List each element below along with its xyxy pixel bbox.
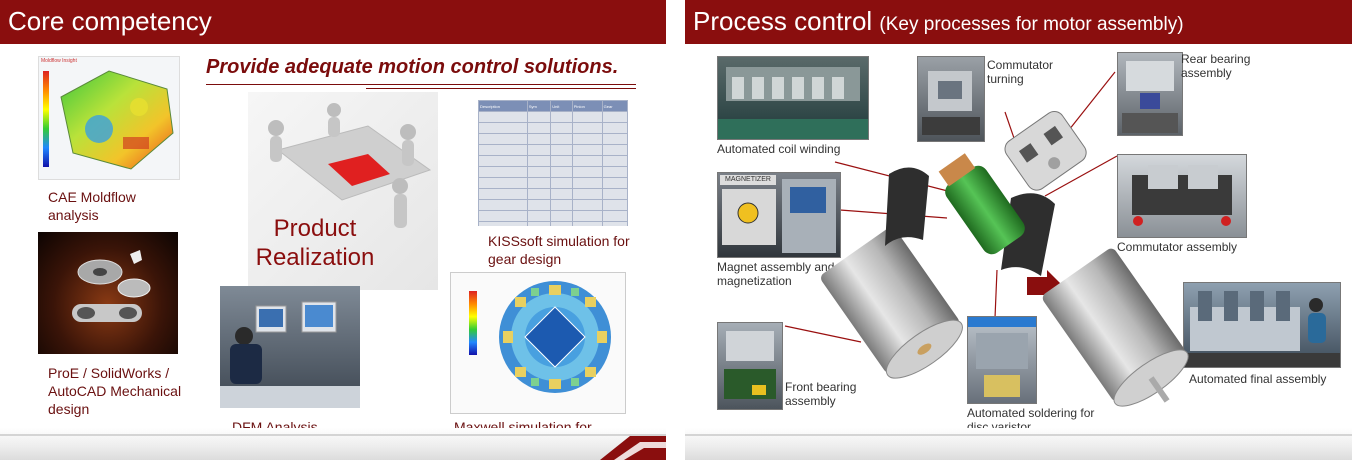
- exploded-motor-diagram: [821, 110, 1189, 407]
- moldflow-part-graphic: [60, 70, 174, 170]
- kiss-col-pinion: Pinion: [571, 100, 603, 112]
- proe-caption: ProE / SolidWorks / AutoCAD Mechanical d…: [48, 365, 182, 417]
- proe-render-image: [38, 232, 178, 354]
- coil-winding-caption: Automated coil winding: [717, 142, 841, 156]
- tagline: Provide adequate motion control solution…: [206, 56, 619, 78]
- panel-title: Core competency: [8, 6, 212, 36]
- kiss-col-unit: Unit: [550, 100, 573, 112]
- kiss-col-gear: Gear: [601, 100, 628, 112]
- panel-title: Process control (Key processes for motor…: [693, 6, 1184, 37]
- cae-caption: CAE Moldflow analysis: [48, 189, 136, 223]
- commutator-assembly-photo: [1117, 154, 1247, 238]
- motor-cross-section-graphic: [499, 281, 611, 393]
- assembled-motor: [1042, 248, 1189, 407]
- product-realization-label: Product Realization: [255, 215, 375, 271]
- dfm-analysis-image: [220, 286, 360, 408]
- floor-band: [0, 428, 666, 460]
- magnet-assembly-photo: MAGNETIZER: [717, 172, 841, 258]
- final-assembly-caption: Automated final assembly: [1189, 372, 1327, 386]
- header-bar: Process control (Key processes for motor…: [685, 0, 1352, 44]
- soldering-photo: [967, 316, 1037, 404]
- soldering-station-graphic: [968, 317, 1036, 397]
- mechanical-parts-graphic: [72, 250, 151, 322]
- maxwell-simulation-image: [450, 272, 626, 414]
- press-station-graphic: [1122, 61, 1178, 133]
- maxwell-color-scale: [469, 291, 477, 355]
- panel-title-main: Process control: [693, 6, 873, 36]
- rear-bearing-photo: [1117, 52, 1183, 136]
- bearing-press-graphic: [724, 331, 776, 399]
- winding-machine-graphic: [718, 67, 868, 139]
- color-scale: [43, 71, 49, 167]
- commutator-turning-photo: [917, 56, 985, 142]
- floor-stripe: [685, 434, 1352, 436]
- corner-brand-mark: [600, 432, 666, 460]
- kisssoft-table: Description Sym Unit Pinion Gear: [478, 100, 628, 226]
- kisssoft-caption: KISSsoft simulation for gear design: [488, 233, 630, 267]
- assembly-line-graphic: [1184, 291, 1340, 367]
- armature: [938, 153, 1025, 255]
- magnet-assembly-caption: Magnet assembly and magnetization: [717, 260, 835, 288]
- rear-bearing-caption: Rear bearing assembly: [1181, 52, 1251, 80]
- end-cap: [1004, 110, 1087, 191]
- process-control-panel: Process control (Key processes for motor…: [685, 0, 1352, 460]
- floor-band: [685, 428, 1352, 460]
- front-bearing-caption: Front bearing assembly: [785, 380, 857, 408]
- product-realization-image: [248, 92, 438, 290]
- lathe-graphic: [922, 71, 980, 135]
- engineers-at-workstations-graphic: [220, 301, 360, 408]
- magnetizer-graphic: [722, 179, 836, 253]
- magnetizer-label: MAGNETIZER: [720, 175, 776, 185]
- kiss-col-sym: Sym: [526, 100, 552, 112]
- puzzle-figures-graphic: [268, 103, 432, 228]
- commutator-assembly-caption: Commutator assembly: [1117, 240, 1238, 254]
- cae-window-title: Moldflow Insight: [41, 58, 77, 64]
- tagline-rule-2: [366, 88, 636, 89]
- coil-winding-photo: [717, 56, 869, 140]
- commutator-turning-caption: Commutator turning: [987, 58, 1054, 86]
- cae-moldflow-image: Moldflow Insight: [38, 56, 180, 180]
- kiss-col-description: Description: [478, 100, 528, 112]
- final-assembly-photo: [1183, 282, 1341, 368]
- header-bar: Core competency: [0, 0, 666, 44]
- floor-stripe: [0, 434, 666, 436]
- panel-title-sub: (Key processes for motor assembly): [879, 14, 1184, 35]
- core-competency-panel: Core competency Provide adequate motion …: [0, 0, 666, 460]
- kisssoft-table-image: Description Sym Unit Pinion Gear: [478, 100, 628, 226]
- front-bearing-photo: [717, 322, 783, 410]
- assembly-jig-graphic: [1132, 165, 1232, 226]
- motor-can: [821, 227, 963, 379]
- magnet-left: [885, 167, 929, 246]
- tagline-rule: [206, 84, 636, 85]
